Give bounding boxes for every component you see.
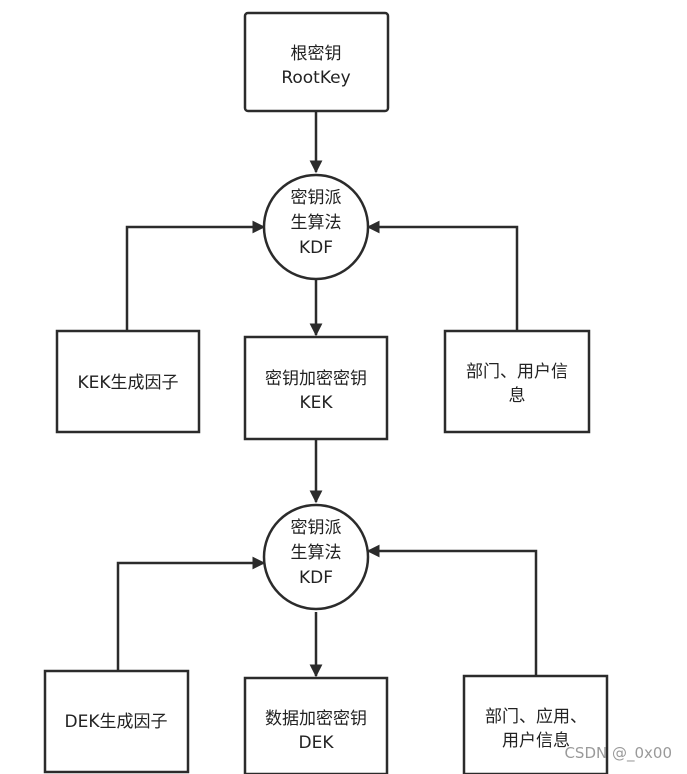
kek-label-en: KEK — [299, 393, 333, 413]
edge-deptappuser-to-kdf2 — [366, 544, 538, 676]
node-dek: 数据加密密钥 DEK — [243, 676, 389, 774]
kdf-1-label-line2: 生算法 — [291, 213, 342, 233]
kek-factor-label: KEK生成因子 — [77, 373, 178, 393]
edge-kekfactor-to-kdf1 — [125, 220, 266, 331]
node-kek: 密钥加密密钥 KEK — [243, 335, 389, 441]
kdf-2-label-line2: 生算法 — [291, 543, 342, 563]
node-dek-factor: DEK生成因子 — [43, 669, 190, 774]
node-root-key: 根密钥 RootKey — [243, 11, 390, 113]
dek-label-en: DEK — [299, 733, 335, 753]
dek-label-cn: 数据加密密钥 — [265, 709, 367, 729]
kdf-1-label-line1: 密钥派 — [291, 188, 342, 208]
node-dept-app-user-info: 部门、应用、 用户信息 — [462, 674, 609, 774]
dept-app-user-info-label-line2: 用户信息 — [502, 731, 570, 751]
node-kdf-2: 密钥派 生算法 KDF — [262, 503, 370, 611]
kdf-2-label-line3: KDF — [299, 568, 333, 588]
kek-label-cn: 密钥加密密钥 — [265, 369, 367, 389]
kdf-1-label-line3: KDF — [299, 238, 333, 258]
node-kdf-1: 密钥派 生算法 KDF — [262, 173, 370, 281]
csdn-watermark: CSDN @_0x00 — [564, 744, 672, 763]
kdf-2-label-line1: 密钥派 — [291, 518, 342, 538]
dek-factor-label: DEK生成因子 — [65, 712, 168, 732]
node-kek-factor: KEK生成因子 — [55, 329, 201, 434]
edges — [116, 111, 538, 678]
dept-app-user-info-label-line1: 部门、应用、 — [485, 707, 587, 727]
root-key-label-cn: 根密钥 — [291, 44, 342, 64]
edge-dekfactor-to-kdf2 — [116, 556, 266, 671]
root-key-label-en: RootKey — [281, 68, 350, 88]
dept-user-info-label-line1: 部门、用户信 — [466, 362, 568, 382]
dept-user-info-label-line2: 息 — [509, 386, 526, 406]
edge-deptuser1-to-kdf1 — [366, 220, 519, 331]
node-dept-user-info: 部门、用户信 息 — [443, 329, 591, 434]
